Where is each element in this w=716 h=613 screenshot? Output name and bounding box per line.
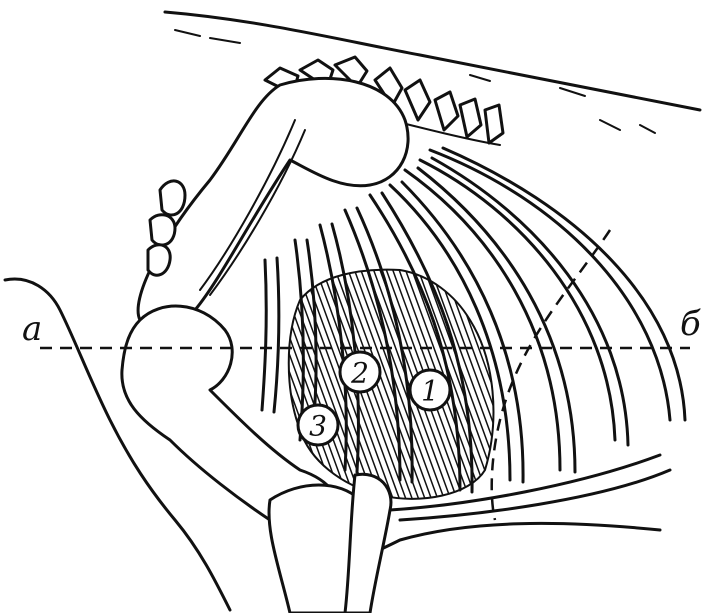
marker-1: 1 — [410, 370, 450, 410]
marker-3-label: 3 — [309, 410, 327, 443]
line-label-left: а — [22, 309, 42, 349]
line-label-right: б — [680, 304, 701, 344]
marker-3: 3 — [298, 405, 338, 445]
marker-2-label: 2 — [350, 357, 369, 390]
marker-2: 2 — [340, 352, 380, 392]
marker-1-label: 1 — [421, 375, 439, 408]
back-contour — [165, 12, 700, 133]
forearm — [269, 474, 391, 613]
